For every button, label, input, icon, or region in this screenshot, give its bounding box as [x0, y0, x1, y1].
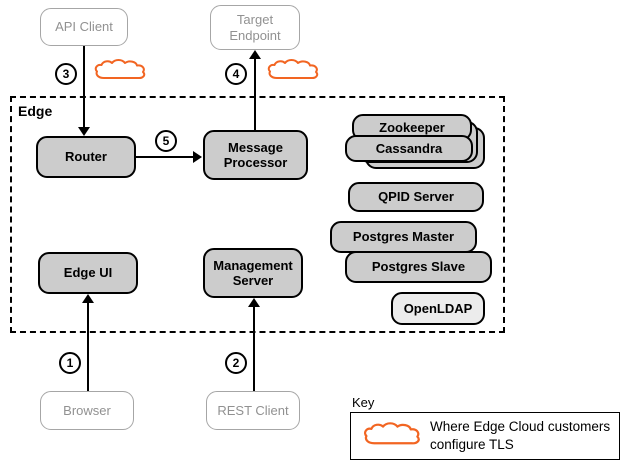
step-badge-4: 4 — [225, 63, 247, 85]
connector-rest-client-to-management-server-arrowhead — [248, 298, 260, 307]
connector-browser-to-edge-ui — [87, 303, 89, 391]
step-badge-5-number: 5 — [162, 134, 170, 148]
key-title: Key — [352, 395, 375, 410]
step-badge-3: 3 — [55, 63, 77, 85]
connector-message-processor-to-target-endpoint-arrowhead — [249, 50, 261, 59]
node-edge-ui[interactable]: Edge UI — [38, 252, 138, 294]
step-badge-5: 5 — [155, 130, 177, 152]
edge-trust-boundary — [10, 96, 505, 333]
step-badge-4-number: 4 — [232, 67, 240, 81]
step-badge-1: 1 — [59, 352, 81, 374]
step-badge-3-number: 3 — [62, 67, 70, 81]
node-api-client-label: API Client — [55, 19, 113, 35]
key-legend-text: Where Edge Cloud customers configure TLS — [430, 419, 611, 453]
node-openldap-label: OpenLDAP — [403, 300, 473, 316]
node-message-processor[interactable]: Message Processor — [203, 130, 308, 180]
step-badge-1-number: 1 — [66, 356, 74, 370]
node-browser-label: Browser — [63, 402, 111, 418]
tls-cloud-icon-step-3 — [93, 58, 149, 89]
connector-api-client-to-router-arrowhead — [78, 127, 90, 136]
node-router[interactable]: Router — [36, 136, 136, 178]
node-api-client[interactable]: API Client — [40, 8, 128, 46]
node-cassandra[interactable]: Cassandra — [345, 135, 473, 162]
node-postgres-slave[interactable]: Postgres Slave — [345, 251, 492, 283]
connector-router-to-message-processor — [136, 156, 195, 158]
node-qpid-server[interactable]: QPID Server — [348, 182, 484, 212]
node-postgres-slave-label: Postgres Slave — [371, 259, 466, 275]
edge-boundary-label: Edge — [18, 103, 53, 119]
node-browser[interactable]: Browser — [40, 391, 134, 430]
node-rest-client-label: REST Client — [217, 402, 289, 418]
step-badge-2: 2 — [225, 352, 247, 374]
node-target-endpoint-label: Target Endpoint — [229, 12, 281, 43]
node-rest-client[interactable]: REST Client — [206, 391, 300, 430]
node-zookeeper-label: Zookeeper — [379, 119, 445, 135]
step-badge-2-number: 2 — [232, 356, 240, 370]
node-edge-ui-label: Edge UI — [63, 265, 113, 281]
connector-router-to-message-processor-arrowhead — [193, 151, 202, 163]
node-qpid-server-label: QPID Server — [378, 189, 454, 205]
node-openldap[interactable]: OpenLDAP — [391, 292, 485, 325]
tls-cloud-icon-step-4 — [266, 58, 322, 89]
node-cassandra-label: Cassandra — [375, 140, 443, 156]
connector-browser-to-edge-ui-arrowhead — [82, 294, 94, 303]
connector-message-processor-to-target-endpoint — [254, 59, 256, 130]
key-tls-cloud-icon — [362, 421, 424, 455]
node-postgres-master-label: Postgres Master — [352, 229, 455, 245]
node-postgres-master[interactable]: Postgres Master — [330, 221, 477, 253]
node-message-processor-label: Message Processor — [223, 139, 288, 170]
key-box — [350, 412, 620, 460]
connector-api-client-to-router — [83, 46, 85, 128]
node-management-server[interactable]: Management Server — [203, 248, 303, 298]
node-router-label: Router — [65, 149, 107, 165]
node-target-endpoint[interactable]: Target Endpoint — [210, 5, 300, 50]
connector-rest-client-to-management-server — [253, 307, 255, 391]
node-management-server-label: Management Server — [213, 257, 293, 288]
